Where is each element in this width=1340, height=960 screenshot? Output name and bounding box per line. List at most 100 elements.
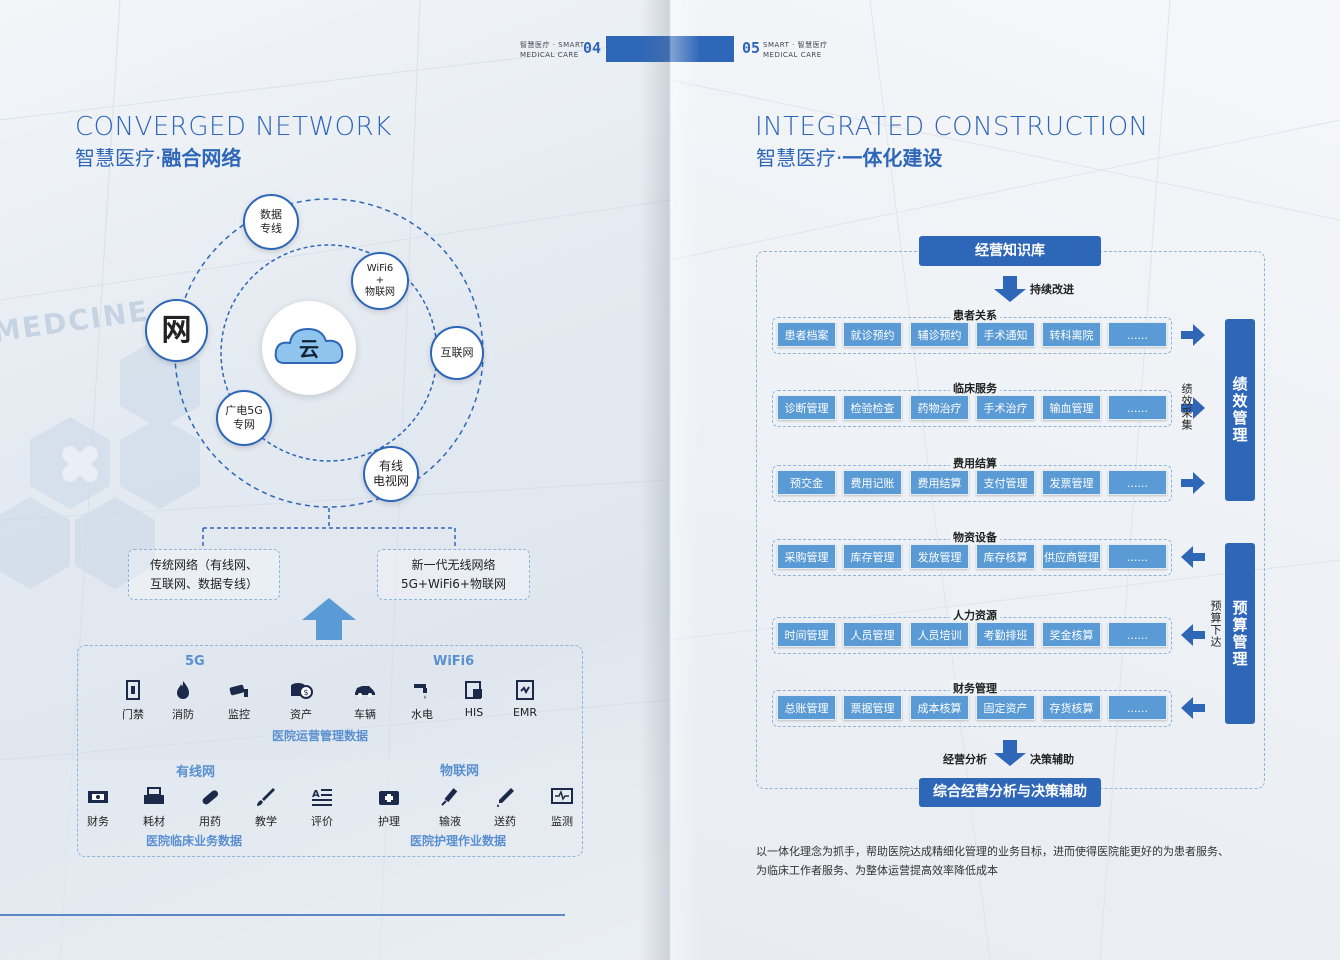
clinical-icon-label: 用药	[199, 815, 221, 828]
brush-icon	[257, 788, 275, 806]
right-title-cn-prefix: 智慧医疗·	[756, 146, 843, 170]
emr-icon	[516, 680, 534, 700]
nursing-icon-item: 监测	[537, 785, 587, 829]
arrow-right-icon	[1181, 397, 1205, 419]
left-title-cn: 智慧医疗·融合网络	[75, 142, 241, 171]
module-tag: 供应商管理	[1042, 544, 1101, 569]
cloud-label: 云	[299, 337, 319, 361]
nursing-icon-item: 输液	[425, 785, 475, 829]
car-icon	[355, 686, 375, 697]
ops-icon-item: EMR	[500, 678, 550, 719]
ops-icon-item: 水电	[397, 678, 447, 722]
firstaid-icon	[379, 791, 399, 805]
ops-icon-label: HIS	[464, 706, 484, 719]
budget-issue-label: 预算下达	[1209, 600, 1222, 648]
label-iot: 物联网	[440, 764, 480, 779]
node-wifi6-iot: WiFi6 + 物联网	[351, 252, 409, 310]
clinical-icon-label: 耗材	[143, 815, 165, 828]
module-row-title: 人力资源	[950, 607, 1000, 623]
his-icon	[465, 681, 482, 699]
ops-icon-label: 资产	[290, 708, 312, 721]
list-icon: A	[312, 789, 332, 806]
ops-icon-label: 监控	[228, 708, 250, 721]
decision-label: 决策辅助	[1030, 753, 1074, 766]
node-data-line: 数据 专线	[243, 194, 299, 250]
left-title-en: CONVERGED NETWORK	[75, 112, 392, 142]
perf-mgmt-bar: 绩效管理	[1225, 319, 1255, 501]
right-page: 05 SMART · 智慧医疗 MEDICAL CARE INTEGRATED …	[670, 0, 1340, 960]
fire-icon	[177, 681, 189, 699]
ops-icon-item: 门禁	[108, 678, 158, 722]
top-banner: 经营知识库	[919, 236, 1101, 266]
summary-paragraph: 以一体化理念为抓手，帮助医院达成精细化管理的业务目标，进而使得医院能更好的为患者…	[756, 845, 1229, 877]
nursing-icon-label: 送药	[494, 815, 516, 828]
right-page-number: 05	[742, 39, 761, 57]
right-header-bar	[670, 36, 734, 62]
module-tag: 辅诊预约	[910, 322, 969, 347]
right-header-sub-line: MEDICAL CARE	[763, 51, 822, 59]
module-tag: 预交金	[777, 470, 836, 495]
module-tag: 成本核算	[910, 695, 969, 720]
label-wifi6: WiFi6	[433, 654, 475, 669]
node-gd5g: 广电5G 专网	[216, 390, 272, 446]
module-tag: 输血管理	[1042, 395, 1101, 420]
module-tag: 考勤排班	[976, 622, 1035, 647]
ops-icon-label: 门禁	[122, 708, 144, 721]
module-row-title: 财务管理	[950, 680, 1000, 696]
left-header-brand: 智慧医疗 · SMART MEDICAL CARE	[520, 40, 585, 60]
module-tag: 患者档案	[777, 322, 836, 347]
clinical-icon-label: 评价	[311, 815, 333, 828]
pill-icon	[202, 790, 219, 805]
module-tag: 费用结算	[910, 470, 969, 495]
label-clinical-data: 医院临床业务数据	[146, 834, 243, 848]
module-tag: 采购管理	[777, 544, 836, 569]
right-header-brand-line: SMART · 智慧医疗	[763, 41, 828, 49]
module-tag: 发票管理	[1042, 470, 1101, 495]
module-tag: 存货核算	[1042, 695, 1101, 720]
perf-collect-label: 绩效采集	[1180, 383, 1193, 431]
module-row-title: 物资设备	[950, 529, 1000, 545]
left-header-brand-line: 智慧医疗 · SMART	[520, 41, 585, 49]
left-title-cn-bold: 融合网络	[161, 146, 242, 170]
left-header-sub-line: MEDICAL CARE	[520, 51, 579, 59]
nursing-icon-label: 护理	[378, 815, 400, 828]
module-tag: 检验检查	[843, 395, 902, 420]
arrow-left-icon	[1181, 624, 1205, 646]
label-wired: 有线网	[176, 765, 216, 780]
right-title-en: INTEGRATED CONSTRUCTION	[755, 112, 1149, 142]
printer-icon	[144, 787, 164, 804]
ops-icon-item: 监控	[214, 678, 264, 722]
clinical-icon-label: 教学	[255, 815, 277, 828]
flow-arrows	[994, 276, 1026, 766]
ops-icon-item: HIS	[449, 678, 499, 719]
ops-icon-label: 水电	[411, 708, 433, 721]
coins-icon: $	[291, 683, 313, 699]
door-icon	[126, 680, 140, 700]
module-row-title: 临床服务	[950, 380, 1000, 396]
label-5g: 5G	[185, 654, 205, 669]
left-title-cn-prefix: 智慧医疗·	[75, 146, 162, 170]
right-title-cn-bold: 一体化建设	[842, 146, 943, 170]
module-tag: 库存核算	[976, 544, 1035, 569]
module-tag: 发放管理	[910, 544, 969, 569]
monitor-icon	[551, 788, 573, 804]
module-tag: ......	[1108, 395, 1167, 420]
ops-icon-item: 消防	[158, 678, 208, 722]
traditional-network-box: 传统网络（有线网、 互联网、数据专线）	[128, 549, 280, 600]
module-tag: 费用记账	[843, 470, 902, 495]
module-tag: 就诊预约	[843, 322, 902, 347]
module-tag: 固定资产	[976, 695, 1035, 720]
module-tag: 库存管理	[843, 544, 902, 569]
module-tag: ......	[1108, 544, 1167, 569]
module-tag: 药物治疗	[910, 395, 969, 420]
clinical-icon-item: A 评价	[297, 785, 347, 829]
module-row-title: 患者关系	[950, 307, 1000, 323]
module-tag: 人员培训	[910, 622, 969, 647]
label-nursing-data: 医院护理作业数据	[410, 834, 507, 848]
arrow-right-icon	[1181, 472, 1205, 494]
budget-mgmt-bar: 预算管理	[1225, 543, 1255, 724]
ops-icon-label: 车辆	[354, 708, 376, 721]
dropper-icon	[497, 788, 514, 807]
data-sources-box	[77, 645, 583, 857]
module-tag: 总账管理	[777, 695, 836, 720]
